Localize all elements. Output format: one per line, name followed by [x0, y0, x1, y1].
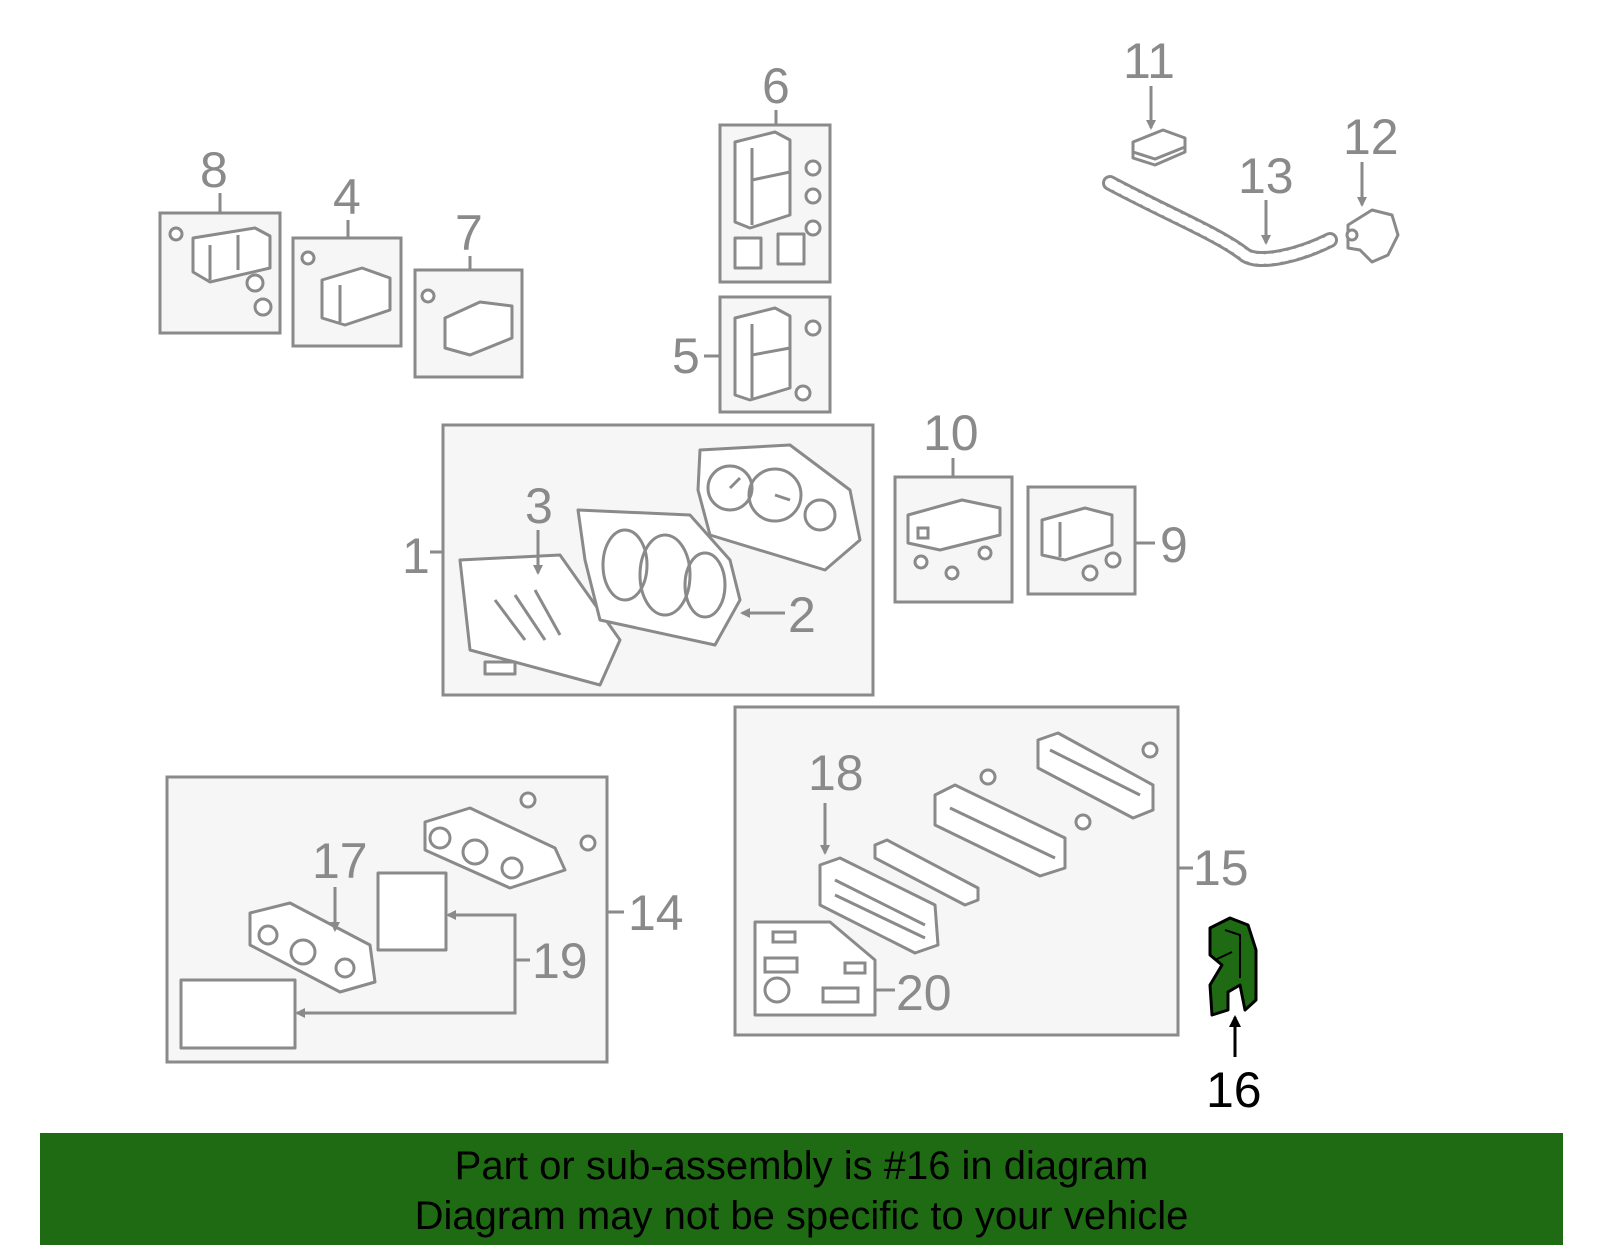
- part-14-group[interactable]: [165, 775, 609, 1064]
- callout-9: 9: [1160, 517, 1188, 573]
- callout-10: 10: [923, 405, 979, 461]
- part-10-group[interactable]: [893, 475, 1014, 604]
- callout-1: 1: [402, 528, 430, 584]
- callout-18: 18: [808, 745, 864, 801]
- part-9-group[interactable]: [1026, 485, 1137, 596]
- part-7-group[interactable]: [413, 268, 524, 379]
- part-6-group[interactable]: [718, 123, 832, 284]
- callout-15: 15: [1193, 840, 1249, 896]
- banner-line-part: Part or sub-assembly is #16 in diagram: [454, 1144, 1149, 1188]
- callout-12: 12: [1343, 109, 1399, 165]
- callout-13: 13: [1238, 148, 1294, 204]
- part-11-group[interactable]: [1131, 128, 1187, 167]
- callout-7: 7: [455, 205, 483, 261]
- banner-line-disclaimer: Diagram may not be specific to your vehi…: [414, 1194, 1189, 1238]
- callout-14: 14: [628, 885, 684, 941]
- part-1-group[interactable]: [441, 423, 875, 697]
- callout-6: 6: [762, 58, 790, 114]
- part-16-highlighted[interactable]: [1208, 916, 1258, 1017]
- part-13-group[interactable]: [1102, 175, 1338, 267]
- part-5-group[interactable]: [718, 295, 832, 414]
- part-15-group[interactable]: [733, 705, 1180, 1037]
- callout-4: 4: [333, 169, 361, 225]
- callout-11: 11: [1123, 33, 1175, 89]
- callout-5: 5: [672, 328, 700, 384]
- part-8-group[interactable]: [158, 211, 282, 335]
- callout-2: 2: [788, 587, 816, 643]
- info-banner: Part or sub-assembly is #16 in diagram D…: [40, 1133, 1563, 1245]
- part-4-group[interactable]: [291, 236, 403, 348]
- callout-16: 16: [1206, 1062, 1262, 1118]
- callout-19: 19: [532, 933, 588, 989]
- callout-20: 20: [896, 965, 952, 1021]
- callout-17: 17: [312, 833, 368, 889]
- part-12-group[interactable]: [1345, 208, 1400, 264]
- callout-3: 3: [525, 478, 553, 534]
- callout-8: 8: [200, 142, 228, 198]
